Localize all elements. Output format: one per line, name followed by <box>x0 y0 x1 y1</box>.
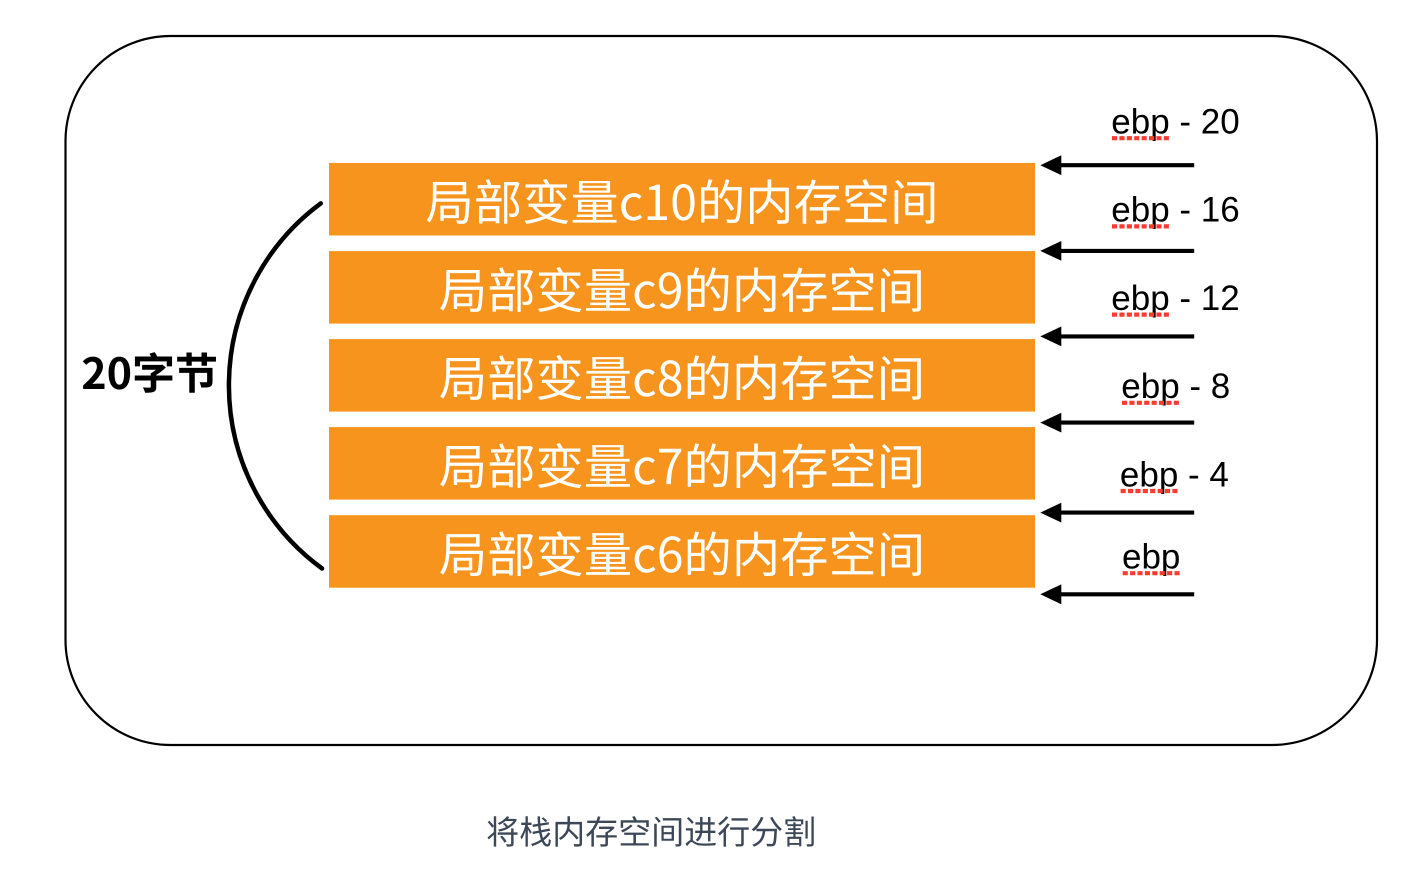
svg-text:ebp - 16: ebp - 16 <box>1111 191 1239 230</box>
svg-text:ebp - 8: ebp - 8 <box>1121 367 1230 406</box>
svg-text:ebp: ebp <box>1122 538 1180 577</box>
svg-text:ebp - 4: ebp - 4 <box>1120 455 1229 494</box>
svg-text:ebp - 12: ebp - 12 <box>1111 279 1239 318</box>
svg-text:ebp - 20: ebp - 20 <box>1111 103 1239 142</box>
